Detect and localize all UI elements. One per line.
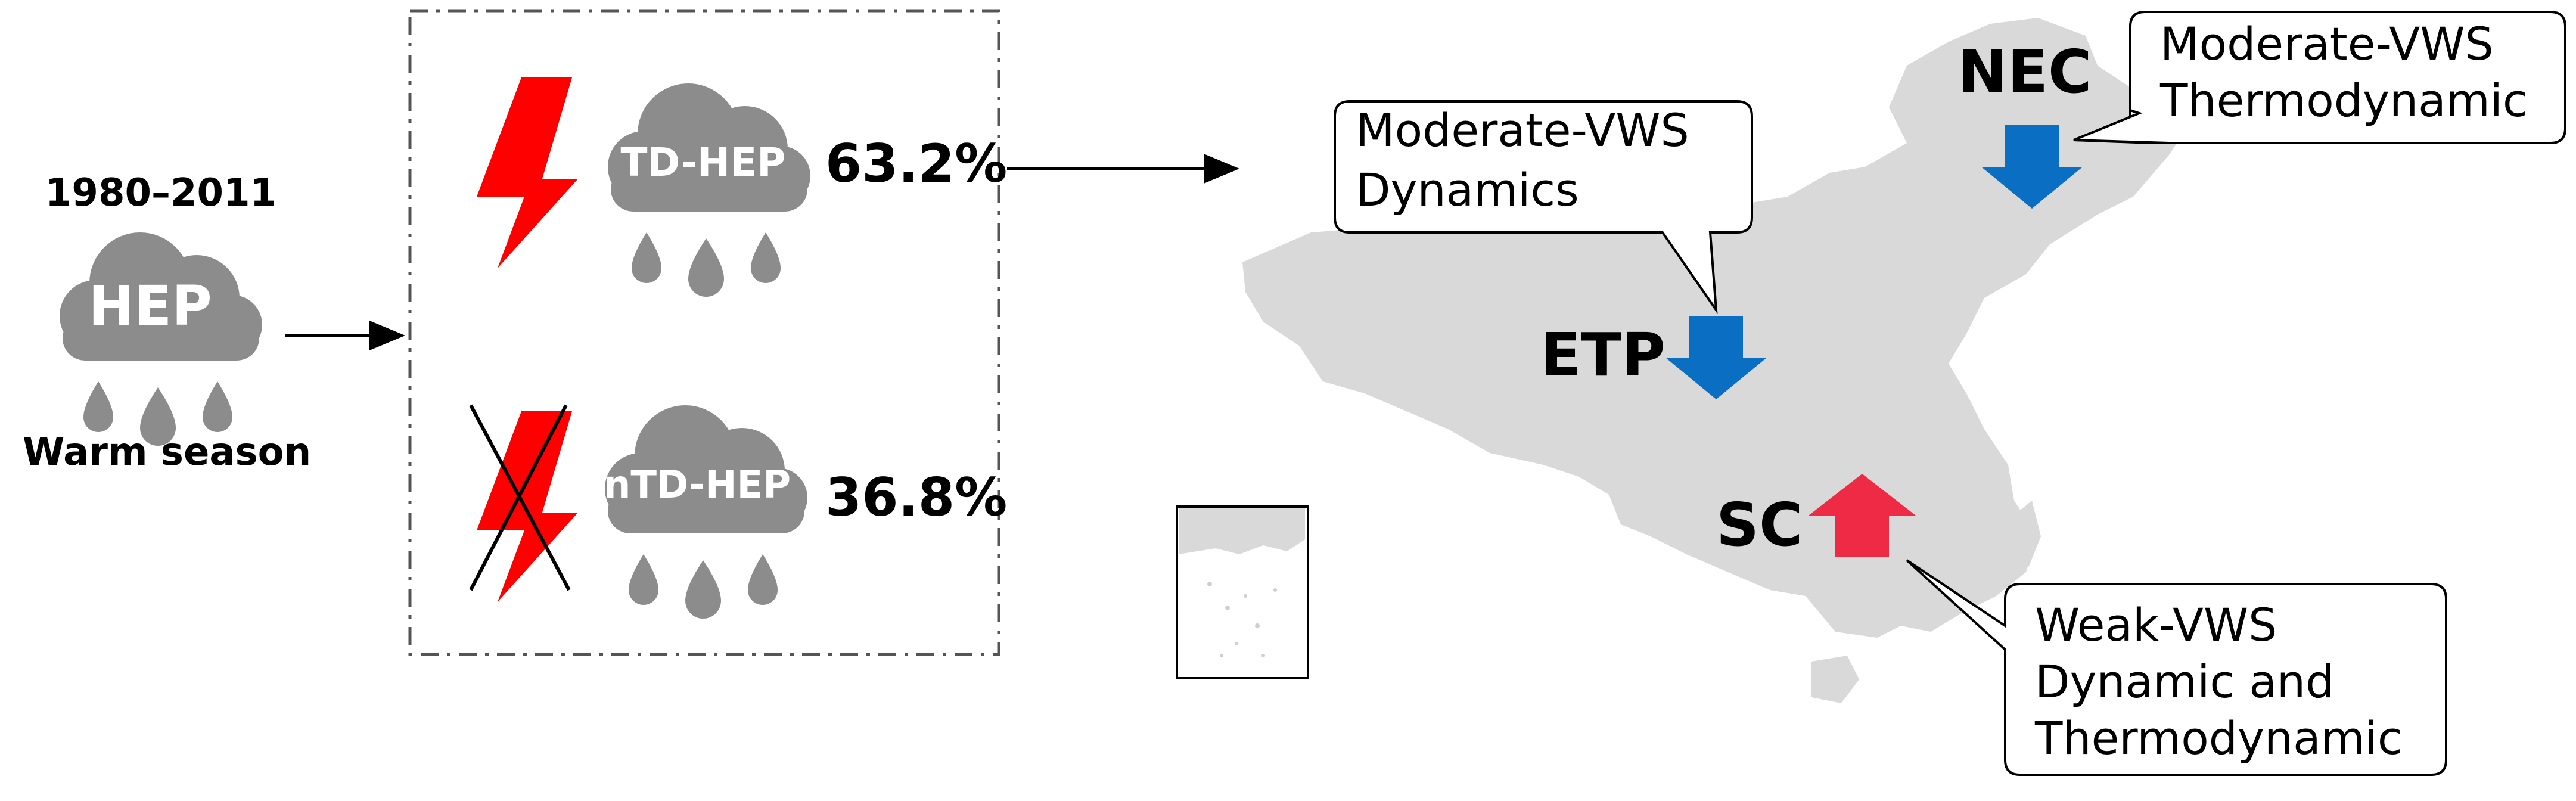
ntd-rain-cloud-icon [605,405,807,619]
ntd-cloud-label: nTD-HEP [604,463,791,507]
etp-down-arrow-icon [1665,316,1767,399]
hep-rain-cloud-icon [60,232,262,446]
south-china-sea-inset [1176,505,1309,679]
cross-icon [469,404,571,591]
td-rain-cloud-icon [608,83,810,297]
lightning-icon [477,77,578,268]
sc-callout-line3: Thermodynamic [2034,712,2403,765]
crossed-lightning-icon [477,411,578,602]
sc-callout: Weak-VWS Dynamic and Thermodynamic [1906,559,2447,776]
classification-box [408,9,1000,656]
hep-cloud-label: HEP [88,274,212,338]
etp-callout-line2: Dynamics [1356,163,1579,216]
sc-up-arrow-icon [1809,474,1916,557]
etp-region-label: ETP [1540,320,1665,390]
sc-callout-line2: Dynamic and [2035,655,2334,708]
sc-callout-line1: Weak-VWS [2035,598,2277,651]
period-label: 1980–2011 [45,171,276,215]
nec-down-arrow-icon [1981,125,2083,209]
td-cloud-label: TD-HEP [620,139,785,185]
etp-callout-line1: Moderate-VWS [1356,104,1689,157]
sc-region-label: SC [1716,490,1803,560]
td-percent: 63.2% [825,133,1007,194]
nec-callout-line1: Moderate-VWS [2160,17,2494,70]
season-label: Warm season [23,430,311,474]
nec-callout-line2: Thermodynamic [2159,74,2528,127]
nec-callout: Moderate-VWS Thermodynamic [2073,11,2566,144]
etp-callout: Moderate-VWS Dynamics [1334,100,1753,315]
ntd-percent: 36.8% [825,467,1007,528]
nec-region-label: NEC [1957,37,2092,107]
